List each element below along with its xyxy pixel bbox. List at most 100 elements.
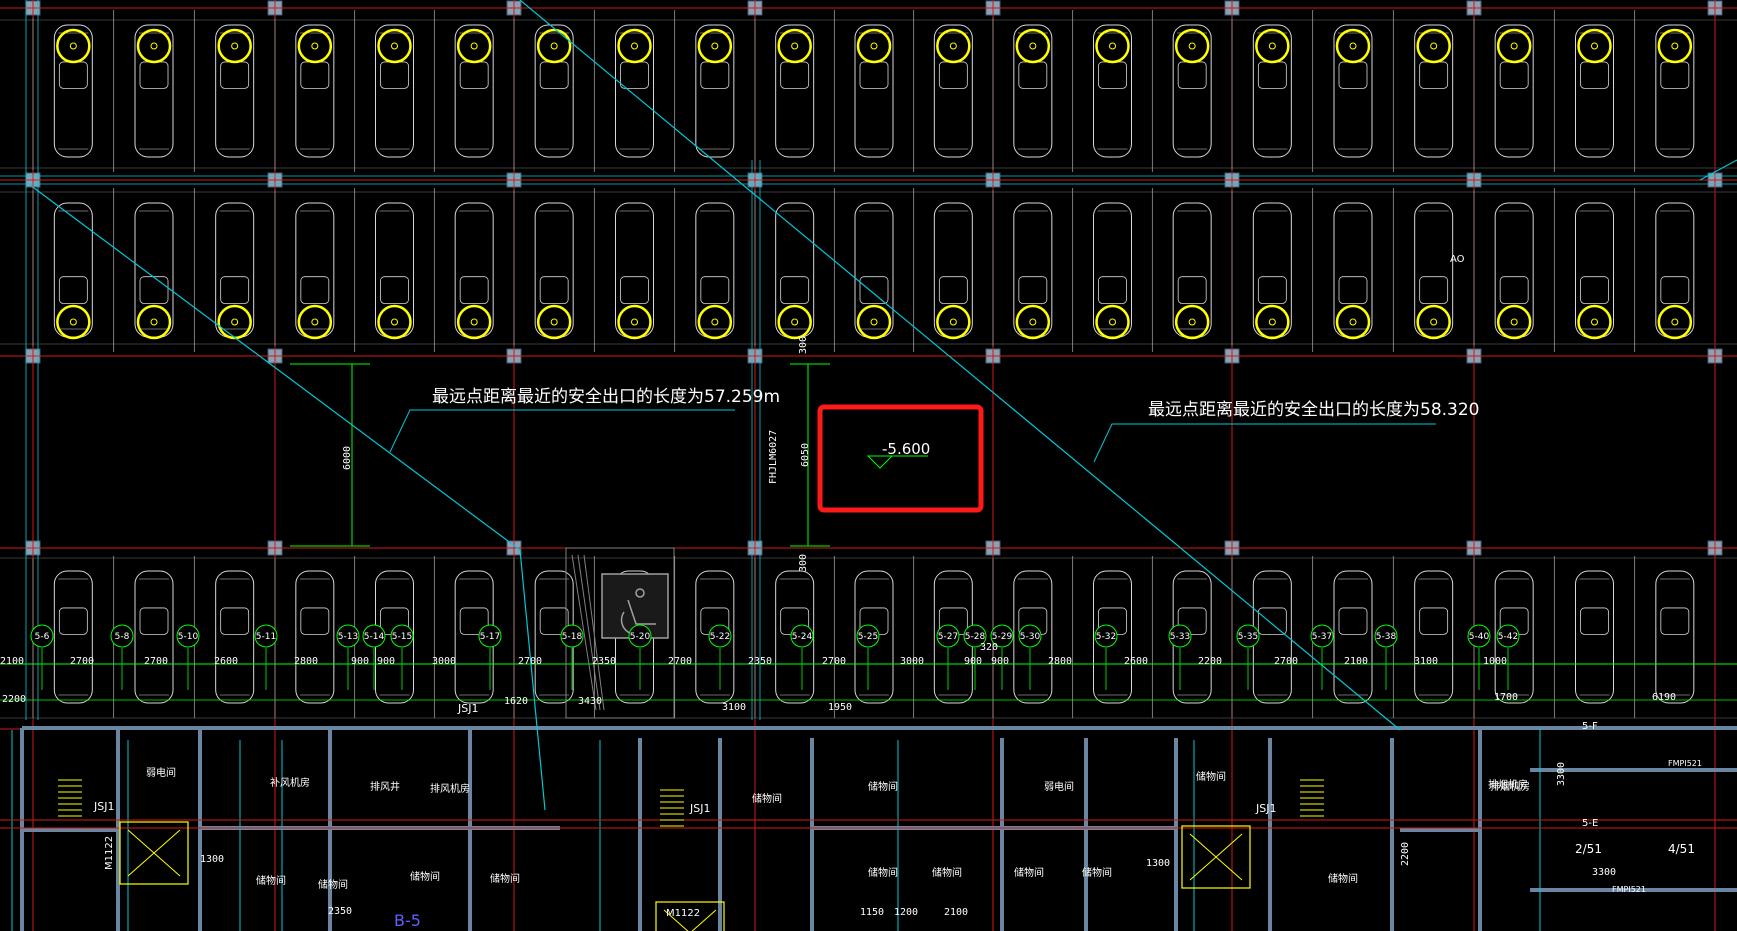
elevator-x [1189,833,1243,881]
elevation-highlight-box[interactable]: -5.600 [817,404,984,513]
charging-dot [150,318,158,326]
car-symbol [215,24,255,158]
charging-circle [1577,304,1612,340]
charging-dot [870,318,878,326]
dim-2200-left: 2200 [2,694,26,705]
room-label: 排烟机房 [1490,780,1530,793]
charging-circle [377,304,412,340]
car-symbol [1013,24,1053,158]
charging-circle [936,304,971,340]
door-fmpi521-a: FMPI521 [1668,759,1702,768]
car-body [854,570,894,704]
axis-bubble [30,624,54,648]
car-symbol [295,202,335,338]
axis-bubble [560,624,584,648]
charging-circle [297,304,333,340]
charging-dot [231,42,239,50]
room-label: 排烟机房 [1488,778,1528,791]
charging-circle [1015,304,1051,340]
charging-dot [791,42,799,50]
charging-circle [1255,304,1290,340]
room-label: 排风井 [370,780,400,793]
room-label: 弱电间 [146,766,176,779]
car-window [1018,276,1048,304]
car-window [58,276,88,304]
charging-dot [1268,318,1276,326]
charging-circle [1335,28,1371,64]
charging-circle [56,28,91,64]
car-body [1575,570,1614,704]
dim-1700: 1700 [1494,692,1518,703]
charging-circle [1577,28,1612,64]
car-symbol [134,202,174,338]
car-body [1494,24,1534,158]
car-body [375,202,414,338]
axis-label: 5-29 [992,632,1013,642]
car-body [1093,202,1132,338]
charging-circle [1255,28,1290,64]
axis-label: 5-13 [338,632,358,642]
charging-dot [711,318,719,326]
axis-bubble [336,624,360,648]
axis-bubble [1467,624,1491,648]
dim-value: 2800 [1048,656,1072,667]
axis-label: 5-18 [562,632,583,642]
car-symbol [695,202,735,338]
charging-circle [856,28,892,64]
charging-dot [550,42,558,50]
door-fmpi521-b: FMPI521 [1612,885,1646,894]
car-symbol [775,24,815,158]
car-body [1093,570,1132,704]
room-label: 储物间 [1082,866,1112,879]
dim-6050: 6050 [800,443,811,467]
charging-dot [1349,318,1357,326]
charging-dot [631,42,638,50]
charging-dot [949,318,957,326]
ao-label: AO [1450,254,1465,265]
car-symbol [1655,202,1695,338]
axis-label: 5-20 [630,632,651,642]
axis-label: 5-17 [480,632,500,642]
axis-bubble [628,624,652,648]
car-symbol [1093,570,1132,704]
axis-label: 5-22 [710,632,730,642]
car-symbol [1575,24,1614,158]
charging-dot [550,318,558,326]
car-symbol [1172,24,1212,158]
evacuation-distance-left: 最远点距离最近的安全出口的长度为57.259m [432,387,780,407]
car-body [1333,570,1373,704]
car-window [859,276,889,304]
car-window [1580,61,1609,89]
charging-dot [391,318,398,326]
car-window [1177,276,1207,304]
car-body [375,24,414,158]
car-body [1333,24,1373,158]
charging-dot [1591,318,1598,326]
charging-circle [777,304,812,340]
car-body [1013,570,1053,704]
annotation-leader [389,409,735,453]
charging-dot [1430,318,1438,326]
car-window [1660,61,1690,89]
car-symbol [1575,570,1614,704]
car-body [1013,202,1053,338]
car-symbol [534,202,574,338]
dim-6190: 6190 [1652,692,1676,703]
axis-bubble [1374,624,1398,648]
car-window [859,61,889,89]
car-symbol [615,24,654,158]
dim-value: 3000 [432,656,456,667]
axis-label: 5-25 [858,632,878,642]
car-window [1177,61,1207,89]
room-jsj1-c: JSJ1 [689,802,710,815]
axis-label: 5-32 [1096,632,1116,642]
car-window [380,61,409,89]
car-body [53,570,93,704]
car-symbol [53,570,93,704]
car-body [1172,202,1212,338]
car-symbol [215,202,255,338]
charging-circle [1095,304,1130,340]
charging-dot [69,318,77,326]
charging-dot [1510,318,1518,326]
